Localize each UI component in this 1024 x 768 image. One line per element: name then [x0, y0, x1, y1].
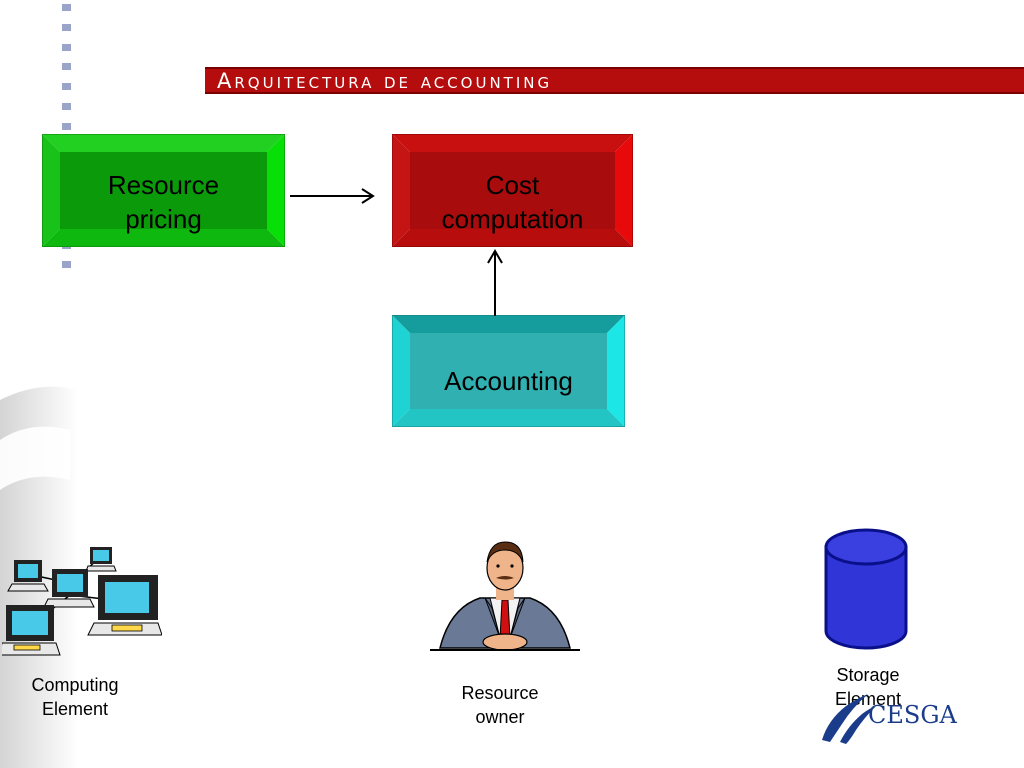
page-title: Arquitectura de accounting — [217, 69, 553, 93]
decorative-dot — [62, 261, 71, 269]
resource-pricing-box[interactable]: Resource pricing — [42, 134, 285, 247]
resource-pricing-label-line2: pricing — [125, 204, 202, 234]
decorative-dot — [62, 23, 71, 31]
computing-element-caption-line1: Computing — [31, 675, 119, 695]
resource-owner-caption-line1: Resource — [461, 683, 539, 703]
accounting-box[interactable]: Accounting — [392, 315, 625, 427]
cesga-logo-text: CESGA — [868, 701, 957, 729]
storage-element-caption-line1: Storage — [836, 665, 900, 685]
cost-computation-label-line1: Cost — [485, 170, 540, 200]
computing-element-caption: Computing Element — [10, 673, 140, 721]
decorative-dot — [62, 63, 71, 71]
cost-computation-label-line2: computation — [441, 204, 584, 234]
resource-owner-caption: Resource owner — [440, 681, 560, 729]
cesga-logo: CESGA — [818, 690, 978, 746]
storage-element-caption: Storage Element — [808, 663, 928, 711]
resource-owner-caption-line2: owner — [475, 707, 525, 727]
decorative-dot — [62, 122, 71, 130]
computer-network-icon — [2, 547, 162, 656]
title-banner: Arquitectura de accounting — [205, 67, 1024, 94]
cost-computation-box[interactable]: Cost computation — [392, 134, 633, 247]
computing-element-caption-line2: Element — [41, 699, 109, 719]
resource-pricing-label-line1: Resource — [107, 170, 220, 200]
accounting-label: Accounting — [444, 366, 573, 396]
storage-cylinder-icon — [824, 528, 908, 650]
businessman-icon — [430, 541, 580, 651]
cesga-logo-icon — [822, 694, 876, 744]
decorative-dot — [62, 103, 71, 110]
decorative-dot — [62, 43, 71, 51]
decorative-dot — [62, 83, 71, 91]
decorative-dot — [62, 4, 71, 11]
